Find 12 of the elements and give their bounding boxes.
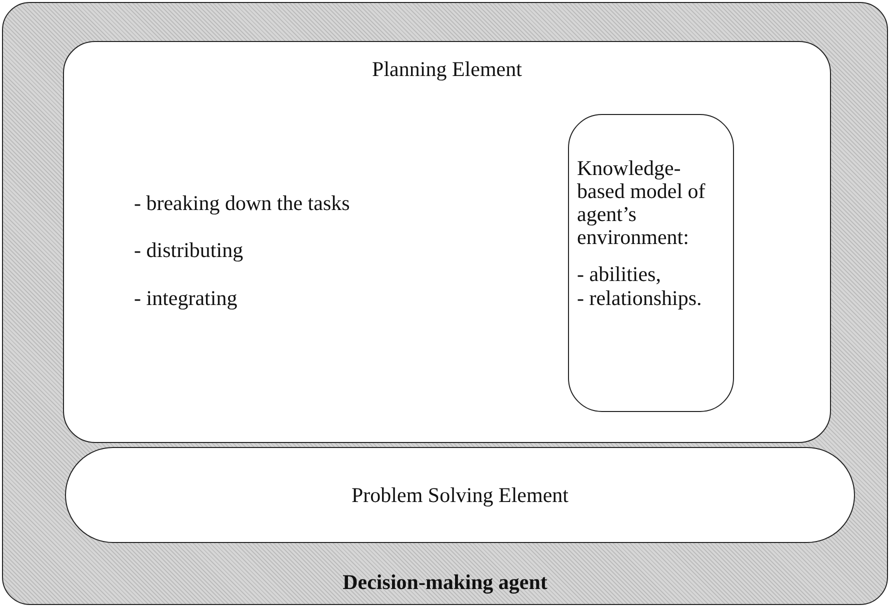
knowledge-box: [568, 114, 734, 412]
box-title: Planning Element: [371, 58, 523, 82]
box-text: Knowledge-based model of agent’s environment:: [577, 157, 706, 250]
problem-solving-box: [65, 447, 855, 543]
list-item: - integrating: [134, 287, 238, 310]
box-title: Problem Solving Element: [350, 484, 570, 508]
list-item: - distributing: [134, 239, 244, 262]
list-item: - abilities,: [577, 263, 661, 286]
planning-box: [63, 41, 831, 443]
box-title: Decision-making agent: [342, 570, 548, 594]
list-item: - relationships.: [577, 287, 702, 310]
list-item: - breaking down the tasks: [134, 192, 350, 216]
